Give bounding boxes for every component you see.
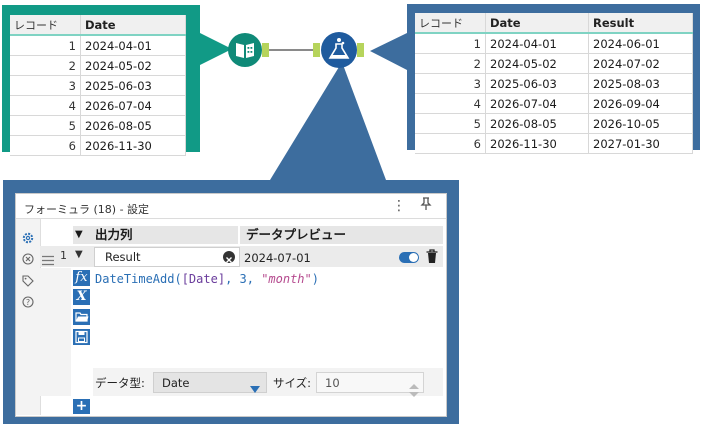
flask-icon xyxy=(328,38,350,59)
table-header-row: レコード Date Result xyxy=(415,13,693,34)
table-header-row: レコード Date xyxy=(10,15,186,36)
trash-icon[interactable] xyxy=(426,249,438,268)
drag-handle-icon[interactable] xyxy=(42,251,54,266)
stepper-down-icon[interactable] xyxy=(409,383,419,402)
header-data-preview: データプレビュー xyxy=(240,226,443,244)
close-circle-icon[interactable] xyxy=(21,252,35,266)
datatype-select[interactable]: Date xyxy=(153,372,267,393)
row-collapse-chevron-icon[interactable]: ▼ xyxy=(75,249,83,260)
formula-expression: DateTimeAdd([Date], 3, "month") xyxy=(95,272,319,286)
stepper-up-icon[interactable] xyxy=(409,375,419,394)
variable-icon[interactable]: X xyxy=(73,289,90,305)
preview-value: 2024-07-01 xyxy=(244,251,311,265)
output-anchor[interactable] xyxy=(357,43,364,57)
help-icon[interactable]: ? xyxy=(21,295,35,309)
size-label: サイズ: xyxy=(273,376,312,390)
toggle-switch[interactable] xyxy=(399,252,419,263)
datatype-label: データ型: xyxy=(95,376,145,390)
panel-title: フォーミュラ (18) - 設定 xyxy=(24,203,150,216)
panel-menu-icon[interactable]: ⋮ xyxy=(392,198,406,214)
chevron-down-icon[interactable]: ▼ xyxy=(75,229,83,240)
gear-icon[interactable] xyxy=(21,231,35,245)
header-output-column: ▼ 出力列 xyxy=(73,226,238,244)
function-icon[interactable]: fx xyxy=(73,270,90,286)
svg-text:?: ? xyxy=(26,298,30,307)
tag-icon[interactable] xyxy=(21,274,35,288)
formula-tool[interactable] xyxy=(321,32,357,68)
column-header-record: レコード xyxy=(10,15,81,36)
column-header-result: Result xyxy=(588,13,693,34)
column-header-date: Date xyxy=(485,13,589,34)
panel-sidebar xyxy=(16,219,41,415)
book-icon xyxy=(236,43,254,58)
row-gutter xyxy=(40,268,71,396)
row-number: 1 xyxy=(60,249,67,262)
size-stepper[interactable]: 10 xyxy=(316,372,424,397)
connection-line xyxy=(269,49,313,51)
formula-config-panel: フォーミュラ (18) - 設定 ⋮ ? ▼ 出力列 データプレビュー 1 ▼ … xyxy=(15,193,447,417)
title-divider xyxy=(16,218,446,219)
column-header-date: Date xyxy=(80,15,186,36)
add-formula-button[interactable]: + xyxy=(73,399,90,414)
clear-icon[interactable] xyxy=(223,251,235,263)
column-header-record: レコード xyxy=(415,13,486,34)
input-anchor[interactable] xyxy=(313,43,320,57)
datatype-bar: データ型: Date サイズ: 10 xyxy=(93,368,443,397)
pin-icon[interactable] xyxy=(420,197,432,215)
output-anchor[interactable] xyxy=(262,43,269,57)
dropdown-arrow-icon xyxy=(250,378,260,397)
save-icon[interactable] xyxy=(73,329,90,345)
open-folder-icon[interactable] xyxy=(73,309,90,325)
output-field-input[interactable]: Result xyxy=(94,247,240,267)
input-tool[interactable] xyxy=(228,33,262,67)
